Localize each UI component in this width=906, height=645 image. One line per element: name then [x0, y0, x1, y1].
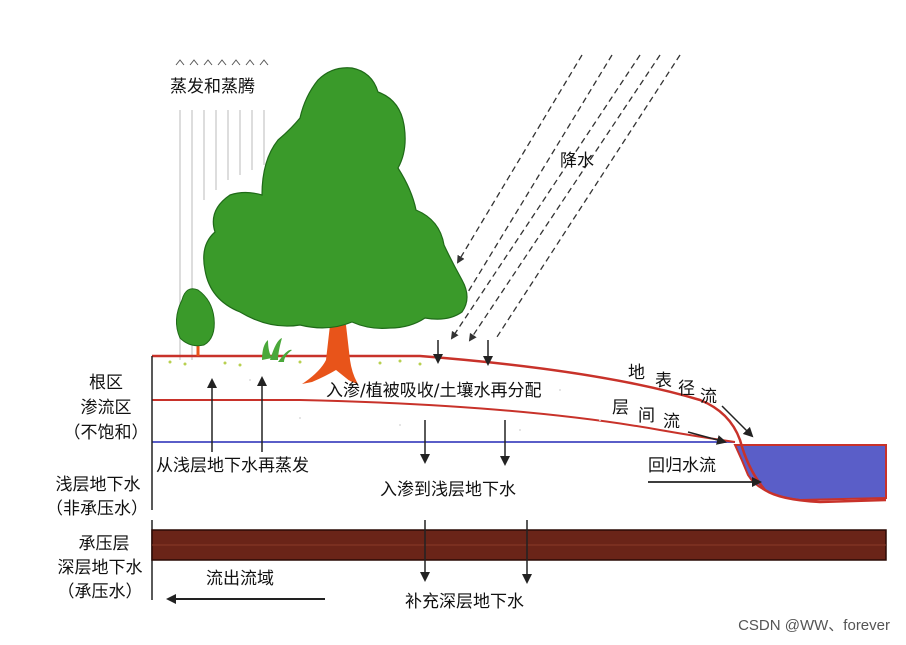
label-infiltrate-shallow: 入渗到浅层地下水 — [380, 480, 516, 500]
watermark: CSDN @WW、forever — [738, 617, 890, 634]
label-confining-layer: 承压层 — [78, 534, 130, 554]
label-interflow-1: 层 — [612, 398, 629, 418]
label-vadose-zone: 渗流区 — [80, 398, 132, 418]
interflow-arrow — [687, 431, 727, 445]
infiltrate-shallow-arrows — [420, 420, 510, 466]
label-evapotranspiration: 蒸发和蒸腾 — [170, 77, 255, 97]
surface-runoff-arrow — [721, 405, 754, 438]
ground-surface — [152, 354, 887, 504]
big-tree — [203, 67, 468, 384]
evaporation-carets — [175, 59, 269, 66]
label-root-zone: 根区 — [89, 373, 123, 393]
label-return-flow: 回归水流 — [648, 456, 716, 476]
label-reevaporation: 从浅层地下水再蒸发 — [156, 456, 309, 476]
recharge-arrows — [420, 520, 532, 584]
label-outflow: 流出流域 — [206, 569, 274, 589]
label-surface-runoff-4: 流 — [700, 387, 717, 407]
label-infiltration-uptake: 入渗/植被吸收/土壤水再分配 — [326, 381, 542, 401]
grass-tuft — [262, 338, 292, 362]
label-interflow-3: 流 — [663, 412, 680, 432]
rain-arrows — [450, 54, 681, 342]
label-surface-runoff-1: 地 — [628, 363, 645, 383]
water-body — [733, 444, 887, 502]
label-surface-runoff-3: 径 — [678, 379, 695, 399]
label-deep-groundwater: 深层地下水 — [57, 558, 143, 578]
reevaporation-arrows — [207, 376, 267, 452]
label-shallow-groundwater: 浅层地下水 — [55, 475, 141, 495]
interflow-line — [152, 399, 736, 443]
label-unsaturated: （不饱和） — [63, 423, 149, 443]
label-precipitation: 降水 — [560, 151, 594, 171]
soil-texture — [249, 379, 601, 431]
label-surface-runoff-2: 表 — [655, 371, 672, 391]
label-unconfined: （非承压水） — [46, 499, 148, 519]
label-confined: （承压水） — [57, 582, 143, 602]
infiltration-arrows — [433, 340, 493, 366]
small-shrub — [176, 288, 215, 356]
label-interflow-2: 间 — [638, 406, 655, 426]
label-recharge-deep: 补充深层地下水 — [405, 592, 524, 612]
grass-dots — [168, 359, 422, 367]
